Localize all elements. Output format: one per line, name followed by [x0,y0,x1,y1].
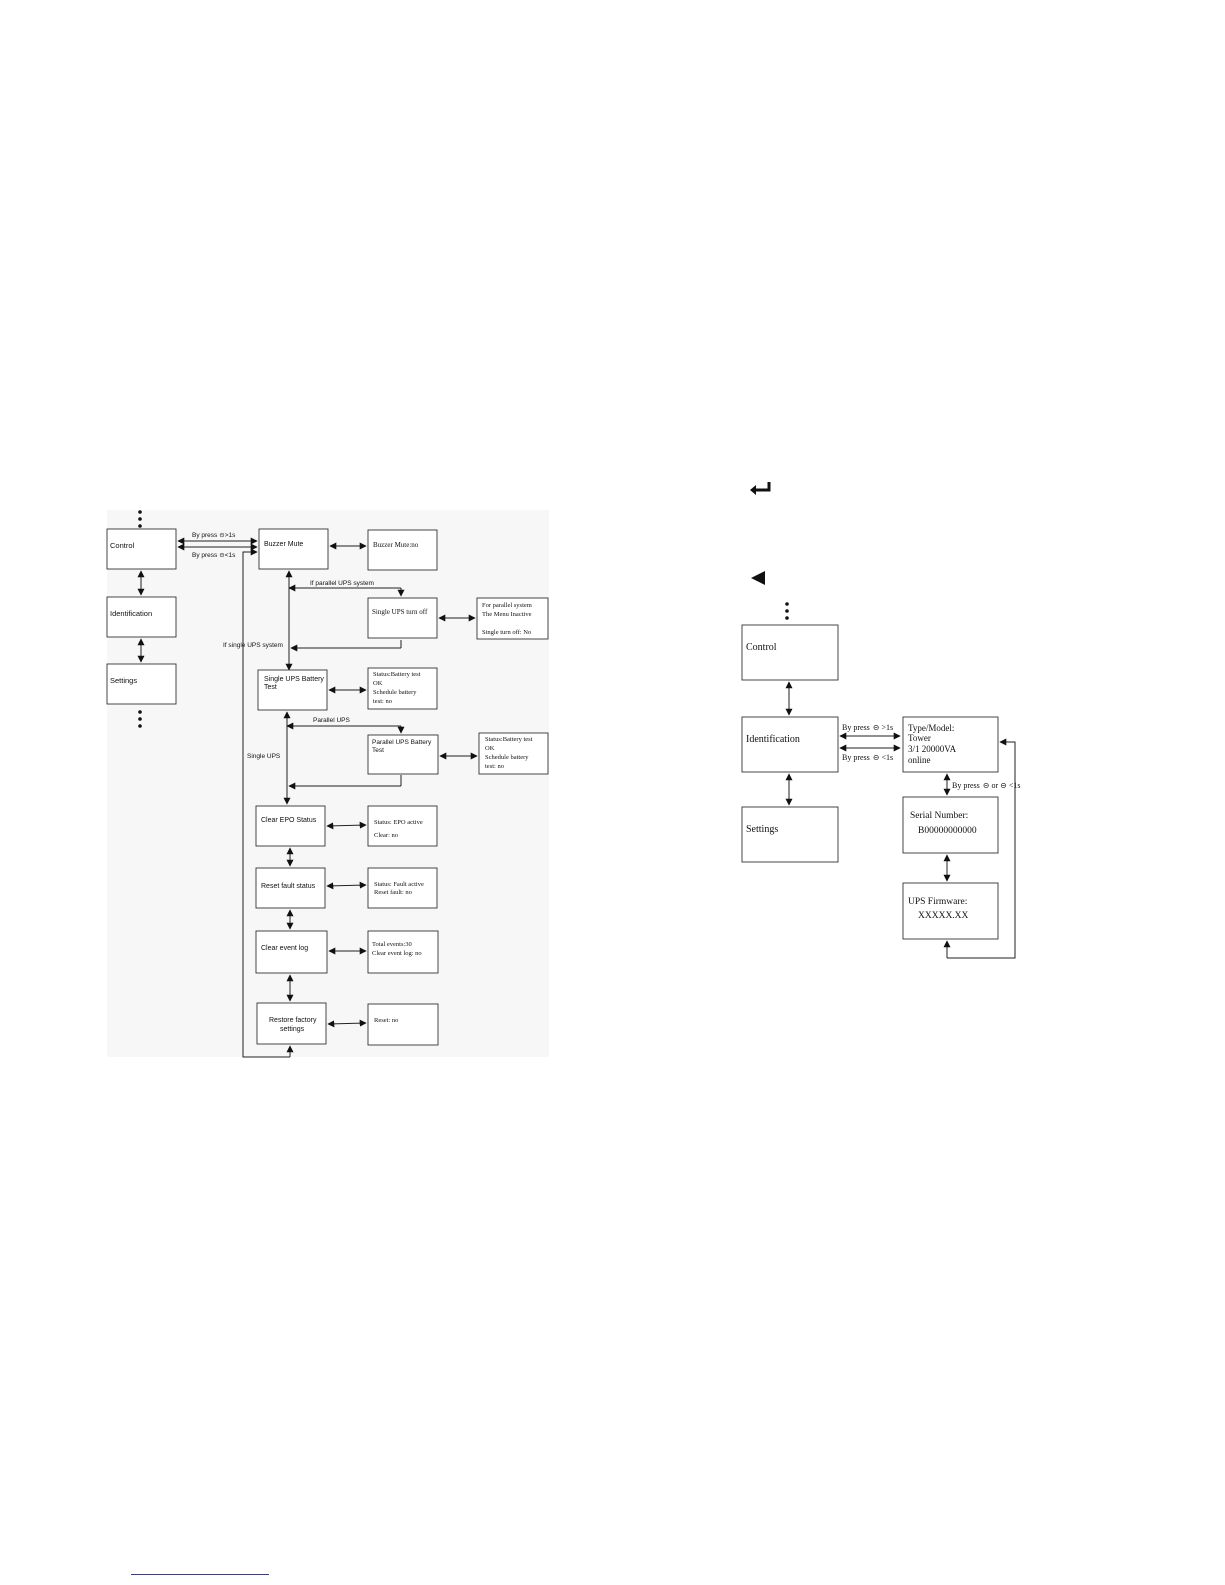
firmware-box [902,882,999,940]
firmware-label: UPS Firmware: [908,897,967,907]
down-button-icon: ⊝ [873,753,880,762]
menu-settings-label: Settings [746,824,778,835]
clear-log-value-text: Total events:30 Clear event log: no [372,941,422,957]
menu-control-label: Control [746,642,777,653]
menu-identification-box[interactable] [106,596,177,638]
menu-identification-box[interactable] [741,716,839,773]
menu-identification-label: Identification [746,734,800,745]
serial-number-label: Serial Number: [910,811,968,821]
press-short-label: By press⊝<1s [192,552,236,559]
loop-back-to-type-arrow [947,738,1016,959]
firmware-value: XXXXX.XX [918,911,969,921]
parallel-ups-label: Parallel UPS [313,717,351,724]
buzzer-value-label: Buzzer Mute:no [373,541,419,549]
reset-fault-label: Reset fault status [261,883,316,890]
reset-fault-value-box [367,867,438,909]
down-button-icon: ⊝ [219,552,224,559]
clear-epo-value-box [367,805,438,847]
restore-value-arrow [327,1019,367,1028]
single-battery-test-label: Single UPS Battery Test [264,676,326,691]
clear-epo-box[interactable] [255,805,326,847]
clear-log-box[interactable] [255,930,328,974]
reset-fault-box[interactable] [255,867,326,909]
back-triangle-icon [751,571,765,585]
buzzer-mute-label: Buzzer Mute [264,541,303,548]
serial-number-value: B00000000000 [918,826,977,836]
single-battery-test-box[interactable] [257,669,328,711]
more-dots-icon [785,602,789,620]
more-dots-bottom-icon [138,710,142,728]
restore-factory-box[interactable] [256,1002,327,1045]
parallel-battery-value-text: Status:Battery test OK Schedule battery … [485,736,534,770]
down-button-icon: ⊝ [983,781,990,790]
press-long-label: By press⊝>1s [192,532,236,539]
serial-number-box [902,796,999,854]
restore-value-text: Reset: no [374,1017,398,1024]
type-model-text: Type/Model: Tower 3/1 20000VA online [908,723,958,765]
more-dots-top-icon [138,510,142,528]
restore-factory-label: Restore factory settings [269,1017,318,1033]
menu-settings-box[interactable] [741,806,839,863]
footer-link-underline[interactable] [131,1574,269,1575]
press-next-label: By press⊝or⊝<1s [952,781,1020,790]
reset-fault-value-text: Status: Fault active Reset fault: no [374,881,425,896]
menu-identification-label: Identification [110,609,152,618]
if-single-label: If single UPS system [223,642,283,649]
enter-key-arrowhead [750,485,756,495]
clear-epo-value-text: Status: EPO active Clear: no [374,819,424,839]
enter-key-icon [753,482,771,492]
clear-log-label: Clear event log [261,945,308,952]
buzzer-value-box [367,529,438,571]
parallel-battery-test-label: Parallel UPS Battery Test [372,739,433,754]
turn-off-info-text: For parallel system The Menu Inactive Si… [482,602,533,636]
press-long-label: By press⊝>1s [842,723,893,732]
down-button-icon: ⊝ [873,723,880,732]
single-battery-value-box [367,667,438,710]
menu-settings-label: Settings [110,676,137,685]
reset-fault-value-arrow [326,881,367,890]
restore-value-box [367,1003,439,1046]
single-turn-off-box[interactable] [367,597,438,639]
parallel-battery-value-box [478,732,549,775]
buzzer-mute-box[interactable] [258,528,329,570]
diagram-background [107,510,549,1057]
clear-log-value-box [367,930,439,974]
press-short-label: By press⊝<1s [842,753,893,762]
single-turn-off-label: Single UPS turn off [372,608,428,616]
menu-control-box[interactable] [741,624,839,681]
clear-epo-value-arrow [326,821,367,830]
loop-back-to-buzzer-arrow [242,548,290,1058]
up-button-icon: ⊝ [1000,781,1007,790]
identification-flow-diagram: Control Identification Settings By press… [741,482,1020,959]
menu-control-label: Control [110,541,135,550]
menu-control-box[interactable] [106,528,177,570]
control-flow-diagram: Control Identification Settings By press… [106,510,549,1058]
type-model-box [902,716,999,773]
parallel-battery-test-box[interactable] [367,734,439,775]
menu-settings-box[interactable] [106,663,177,705]
single-battery-value-text: Status:Battery test OK Schedule battery … [373,671,422,705]
down-button-icon: ⊝ [219,532,224,539]
clear-epo-label: Clear EPO Status [261,817,317,824]
single-ups-label: Single UPS [247,753,281,760]
turn-off-info-box [476,597,549,640]
if-parallel-label: If parallel UPS system [310,580,374,587]
